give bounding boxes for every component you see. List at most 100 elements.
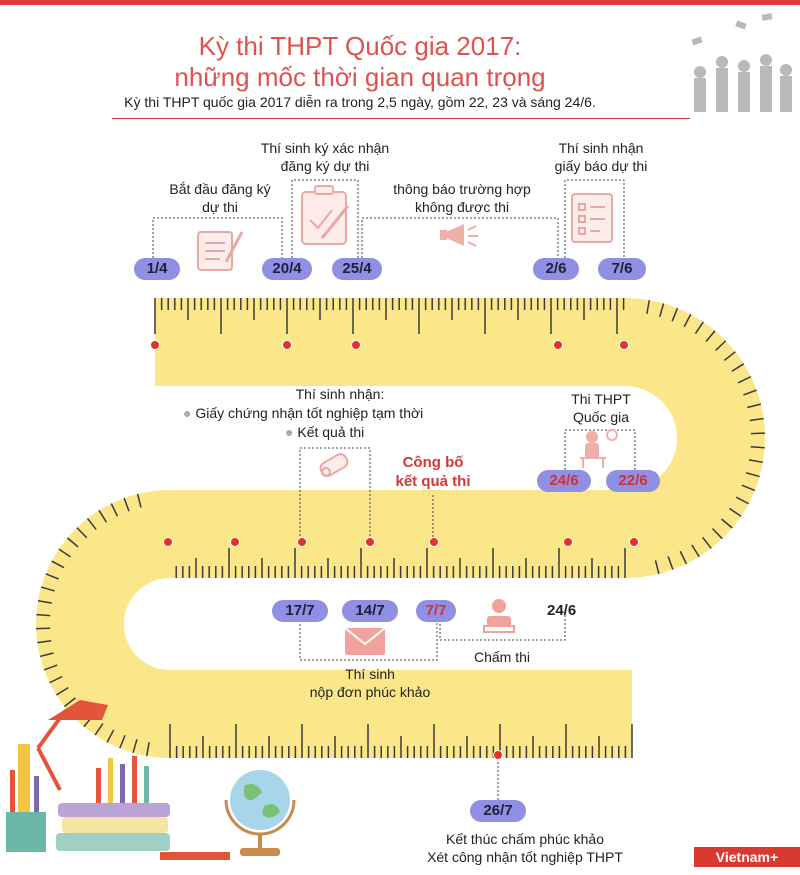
ruler-tick	[731, 363, 745, 372]
ruler-tick	[747, 403, 762, 409]
ruler-tick	[55, 686, 69, 696]
milestone-dot	[619, 340, 629, 350]
ruler-tick	[671, 307, 679, 322]
milestone-dot	[563, 537, 573, 547]
label-grading: Chấm thi	[473, 649, 531, 665]
ruler-tick	[63, 697, 76, 708]
ruler-tick	[654, 560, 660, 575]
ruler-tick	[723, 351, 736, 362]
ruler-tick	[106, 729, 115, 743]
top-accent-bar	[0, 0, 800, 5]
milestone-dot	[553, 340, 563, 350]
ruler-tick	[743, 389, 757, 396]
ruler-tick	[691, 544, 700, 558]
ruler-tick	[58, 548, 71, 558]
title-divider	[112, 118, 690, 119]
ruler-tick	[721, 518, 733, 529]
date-pill-22-6: 22/6	[606, 470, 660, 492]
ruler-tick	[745, 472, 760, 478]
ruler-tick	[741, 484, 756, 492]
ruler-tick	[76, 527, 88, 539]
page-title-line-1: Kỳ thi THPT Quốc gia 2017:	[198, 31, 522, 61]
graduates-silhouette-illustration	[691, 13, 792, 112]
megaphone-icon	[440, 224, 478, 247]
milestone-dot	[282, 340, 292, 350]
ruler-tick	[667, 556, 674, 570]
grader-icon	[483, 599, 515, 633]
ruler-tick	[37, 599, 52, 604]
milestone-dot	[297, 537, 307, 547]
ruler-tick	[711, 528, 723, 540]
diploma-scroll-icon	[319, 453, 349, 477]
ruler-tick	[36, 613, 51, 617]
date-pill-26-7: 26/7	[470, 800, 526, 822]
checklist-icon	[571, 193, 613, 243]
ruler-tick	[45, 573, 60, 580]
label-receive-results-item-1: ● Giấy chứng nhận tốt nghiệp tạm thời	[183, 405, 424, 421]
globe-illustration	[224, 770, 296, 856]
ruler-tick	[749, 417, 764, 422]
date-grading-end: 24/6	[547, 602, 577, 619]
milestone-dot	[163, 537, 173, 547]
date-pill-2-6: 2/6	[533, 258, 579, 280]
date-pill-20-4: 20/4	[262, 258, 312, 280]
ruler-tick	[43, 664, 58, 671]
ruler-tick	[110, 503, 119, 517]
ruler-tick	[40, 586, 55, 592]
form-icon	[197, 231, 244, 271]
label-receive-results-item-2: ● Kết quả thi	[285, 424, 365, 440]
ruler-tick	[123, 497, 130, 512]
milestone-dot	[493, 750, 503, 760]
label-receive-results-title: Thí sinh nhận:	[295, 386, 385, 402]
ruler-tick	[729, 507, 742, 517]
ruler-tick	[119, 734, 126, 749]
milestone-dot	[230, 537, 240, 547]
ruler-tick	[694, 321, 704, 334]
milestone-dot	[351, 340, 361, 350]
milestone-dot	[429, 537, 439, 547]
ruler-tick	[66, 537, 79, 548]
ruler-tick	[136, 493, 142, 508]
desk-lamp-illustration	[36, 700, 108, 791]
ruler-tick	[39, 652, 54, 658]
ruler-tick	[715, 340, 727, 352]
ruler-tick	[37, 639, 52, 644]
connector-lines	[152, 179, 636, 800]
milestone-dot	[629, 537, 639, 547]
ruler-tick	[659, 303, 665, 318]
milestone-dot	[150, 340, 160, 350]
date-pill-7-7: 7/7	[416, 600, 456, 622]
ruler-tick	[679, 550, 688, 565]
ruler-tick	[145, 742, 150, 757]
pencil-cup-illustration	[6, 744, 46, 852]
date-pill-24-6: 24/6	[537, 470, 591, 492]
date-pill-17-7: 17/7	[272, 600, 328, 622]
date-pill-7-6: 7/6	[598, 258, 646, 280]
ruler-tick	[705, 330, 716, 342]
ruler-tick	[49, 675, 63, 684]
milestone-dot	[365, 537, 375, 547]
date-pill-14-7: 14/7	[342, 600, 398, 622]
books-illustration	[56, 756, 230, 860]
ruler-tick	[701, 536, 712, 549]
ruler-tick	[750, 446, 765, 449]
clipboard-check-icon	[301, 185, 350, 245]
ruler-tick	[51, 560, 65, 569]
ruler-tick	[132, 739, 138, 754]
ruler-tick	[748, 459, 764, 464]
ruler-tick	[86, 517, 97, 530]
ruler-tick	[94, 723, 104, 736]
exam-taker-icon	[580, 429, 618, 468]
date-pill-1-4: 1/4	[134, 258, 180, 280]
vietnamplus-logo: Vietnam+	[694, 847, 800, 867]
ruler-tick	[98, 509, 108, 523]
page-title-line-2: những mốc thời gian quan trọng	[174, 62, 546, 92]
